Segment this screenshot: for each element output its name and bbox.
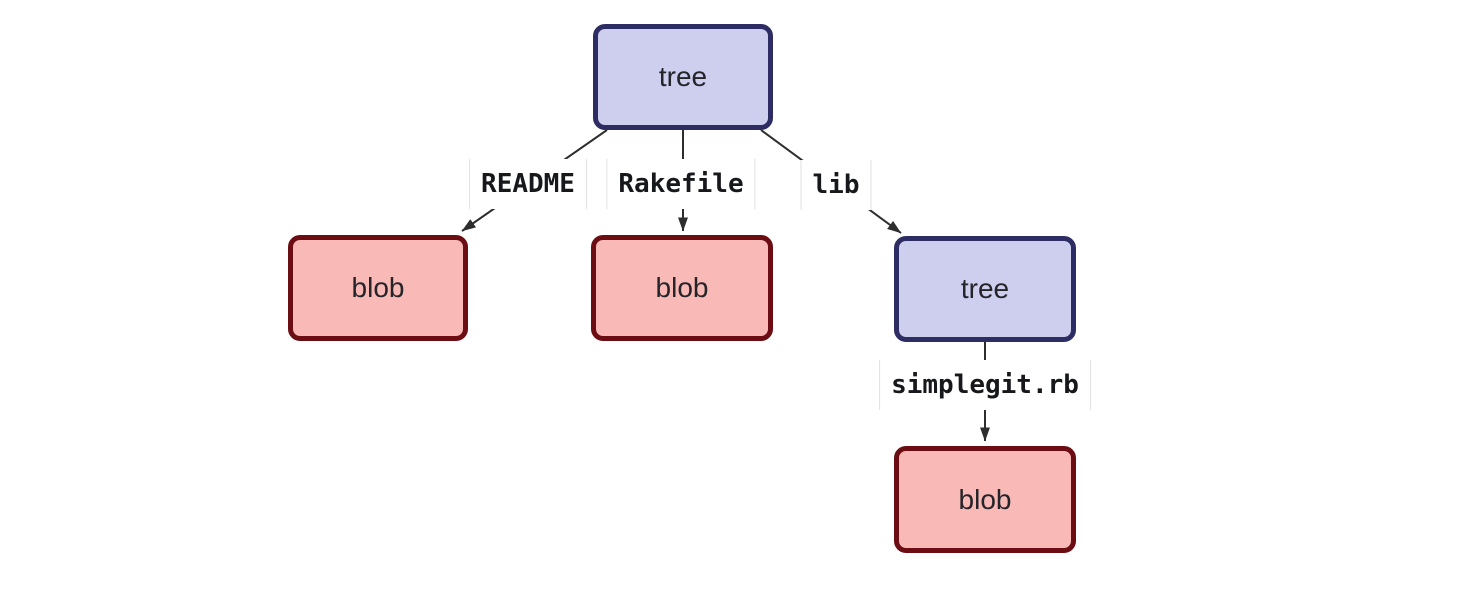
- node-simplegit-blob: blob: [894, 446, 1076, 553]
- edge-label-lib: lib: [800, 160, 872, 210]
- edge-label-simplegit-rb: simplegit.rb: [879, 360, 1091, 410]
- node-root-tree-label: tree: [658, 61, 708, 92]
- node-rakefile-blob: blob: [591, 235, 773, 341]
- node-lib-tree-label: tree: [960, 273, 1010, 304]
- edge-label-readme: README: [469, 159, 587, 209]
- node-readme-blob-label: blob: [351, 272, 405, 303]
- node-root-tree: tree: [593, 24, 773, 130]
- node-rakefile-blob-label: blob: [655, 272, 709, 303]
- node-readme-blob: blob: [288, 235, 468, 341]
- node-lib-tree: tree: [894, 236, 1076, 342]
- edge-label-rakefile: Rakefile: [606, 159, 756, 209]
- node-simplegit-blob-label: blob: [958, 483, 1012, 515]
